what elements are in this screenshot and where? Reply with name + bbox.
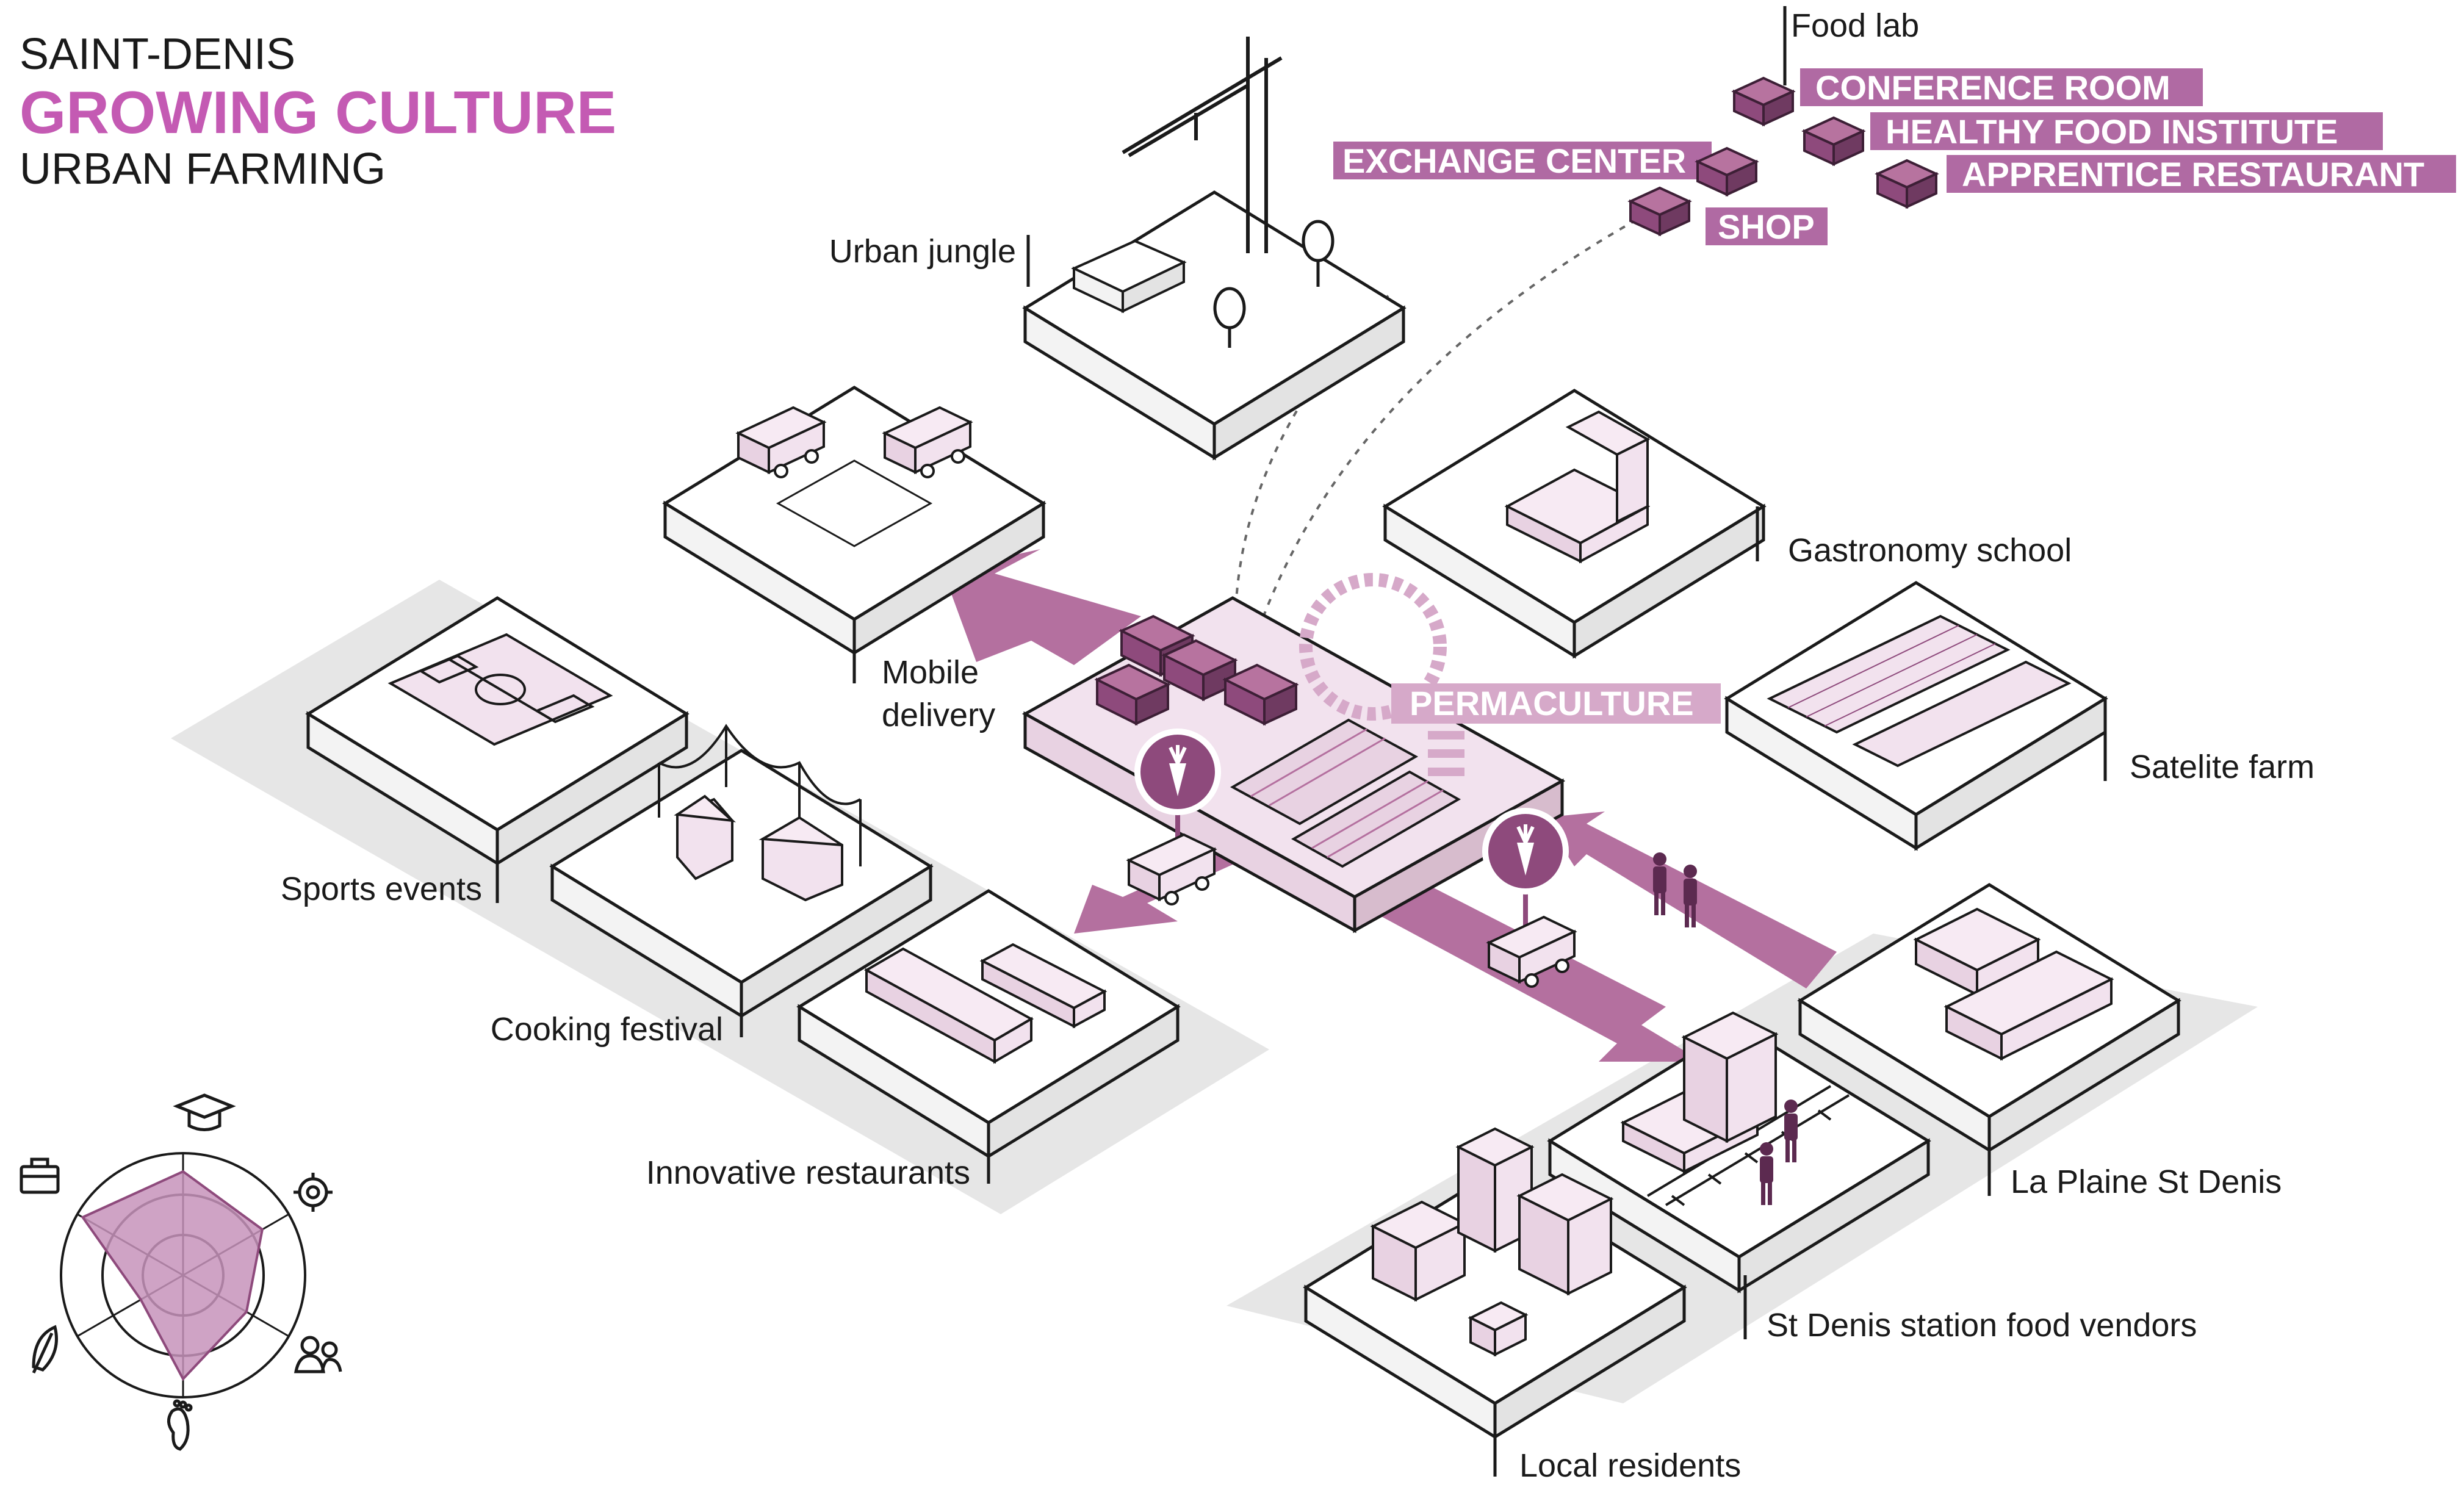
label-satelite-farm: Satelite farm xyxy=(2130,749,2315,785)
briefcase-icon xyxy=(20,1157,60,1194)
crates xyxy=(1071,239,1187,314)
tag-apprentice-restaurant xyxy=(1947,155,2456,193)
footprint-icon xyxy=(167,1399,193,1451)
block-innovative-restaurants: Innovative restaurants xyxy=(646,891,1178,1191)
tag-conference-room xyxy=(1800,68,2203,106)
label-apprentice-restaurant: APPRENTICE RESTAURANT xyxy=(1962,155,2424,193)
container-icon xyxy=(1803,117,1864,165)
label-healthy-food-institute: HEALTHY FOOD INSTITUTE xyxy=(1886,112,2338,151)
block-satelite-farm: Satelite farm xyxy=(1727,583,2315,848)
tent-icon xyxy=(674,794,843,902)
radar-chart xyxy=(20,1093,342,1451)
graduation-cap-icon xyxy=(173,1093,236,1131)
label-mobile-delivery-2: delivery xyxy=(882,697,995,733)
tag-exchange-center xyxy=(1333,142,1712,179)
label-mobile-delivery-1: Mobile xyxy=(882,654,979,691)
label-local-residents: Local residents xyxy=(1519,1447,1741,1484)
label-conference-room: CONFERENCE ROOM xyxy=(1815,68,2170,107)
label-food-lab: Food lab xyxy=(1791,7,1919,44)
block-cooking-festival: Cooking festival xyxy=(491,724,931,1048)
block-urban-jungle: Urban jungle xyxy=(829,37,1403,458)
tree-icon xyxy=(1213,220,1335,348)
block-sports-events: Sports events xyxy=(281,598,686,907)
radar-area xyxy=(81,1170,264,1381)
label-cooking-festival: Cooking festival xyxy=(491,1011,723,1048)
person-icon xyxy=(1653,852,1666,915)
container-icon xyxy=(1876,159,1937,208)
city-title: SAINT-DENIS xyxy=(20,30,296,79)
football-field-icon xyxy=(387,633,613,746)
label-gastronomy-school: Gastronomy school xyxy=(1788,532,2072,569)
theme-title: URBAN FARMING xyxy=(20,145,386,193)
project-title: GROWING CULTURE xyxy=(20,79,617,146)
block-station-vendors: St Denis station food vendors xyxy=(1550,1011,2197,1344)
label-urban-jungle: Urban jungle xyxy=(829,233,1016,270)
tag-shop xyxy=(1706,207,1828,245)
label-permaculture: PERMACULTURE xyxy=(1410,684,1694,722)
label-sports-events: Sports events xyxy=(281,871,482,907)
permaculture-tag xyxy=(1391,683,1721,724)
leaf-icon xyxy=(32,1325,58,1374)
block-mobile-delivery: Mobile delivery xyxy=(665,387,1043,733)
tag-healthy-food-institute xyxy=(1870,112,2383,150)
connector-dashed xyxy=(1231,212,1648,721)
label-innovative-restaurants: Innovative restaurants xyxy=(646,1154,970,1191)
crane-icon xyxy=(1122,37,1283,253)
label-station-vendors: St Denis station food vendors xyxy=(1767,1307,2197,1344)
block-local-residents: Local residents xyxy=(1306,1127,1741,1484)
planting-beds xyxy=(1230,718,1461,868)
block-permaculture: PERMACULTURE xyxy=(1021,573,1721,988)
people-icon xyxy=(294,1336,342,1373)
label-la-plaine: La Plaine St Denis xyxy=(2011,1164,2282,1200)
container-icon xyxy=(1629,187,1690,236)
label-exchange-center: EXCHANGE CENTER xyxy=(1342,142,1686,180)
carrot-icon xyxy=(1485,811,1566,930)
block-gastronomy-school: Gastronomy school xyxy=(1385,390,2072,656)
arrow-to-mobile-delivery xyxy=(943,549,1141,665)
person-icon xyxy=(1684,865,1697,927)
gear-icon xyxy=(294,1173,333,1212)
block-la-plaine: La Plaine St Denis xyxy=(1800,885,2282,1200)
label-shop: SHOP xyxy=(1718,207,1815,246)
food-lab-cluster: Food lab CONFERENCE ROOM HEALTHY FOOD IN… xyxy=(1333,6,2456,246)
permaculture-ring xyxy=(1299,573,1447,721)
